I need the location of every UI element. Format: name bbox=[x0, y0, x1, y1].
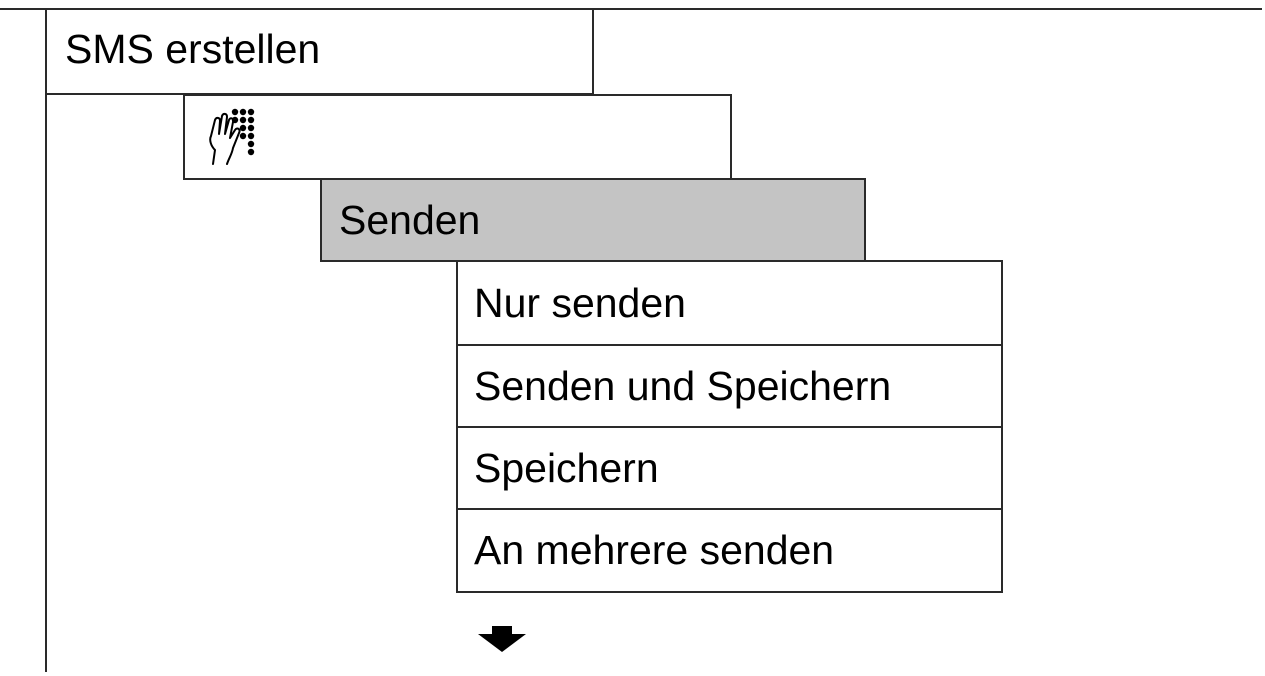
option-senden-und-speichern[interactable]: Senden und Speichern bbox=[456, 344, 1003, 428]
option-label: An mehrere senden bbox=[474, 527, 835, 573]
submenu-senden[interactable]: Senden bbox=[320, 178, 866, 262]
option-label: Senden und Speichern bbox=[474, 362, 892, 409]
submenu-label: Senden bbox=[339, 196, 481, 243]
option-an-mehrere-senden[interactable]: An mehrere senden bbox=[456, 508, 1003, 593]
left-border-line bbox=[45, 8, 47, 672]
hand-keypad-icon bbox=[205, 106, 257, 168]
menu-root-sms-erstellen[interactable]: SMS erstellen bbox=[45, 8, 594, 95]
text-input-step[interactable] bbox=[183, 94, 732, 180]
option-label: Speichern bbox=[474, 444, 659, 491]
option-label: Nur senden bbox=[474, 279, 686, 326]
option-speichern[interactable]: Speichern bbox=[456, 426, 1003, 510]
arrow-down-icon bbox=[478, 626, 526, 652]
option-nur-senden[interactable]: Nur senden bbox=[456, 260, 1003, 346]
top-border-line bbox=[0, 8, 1262, 10]
menu-root-label: SMS erstellen bbox=[65, 26, 321, 72]
